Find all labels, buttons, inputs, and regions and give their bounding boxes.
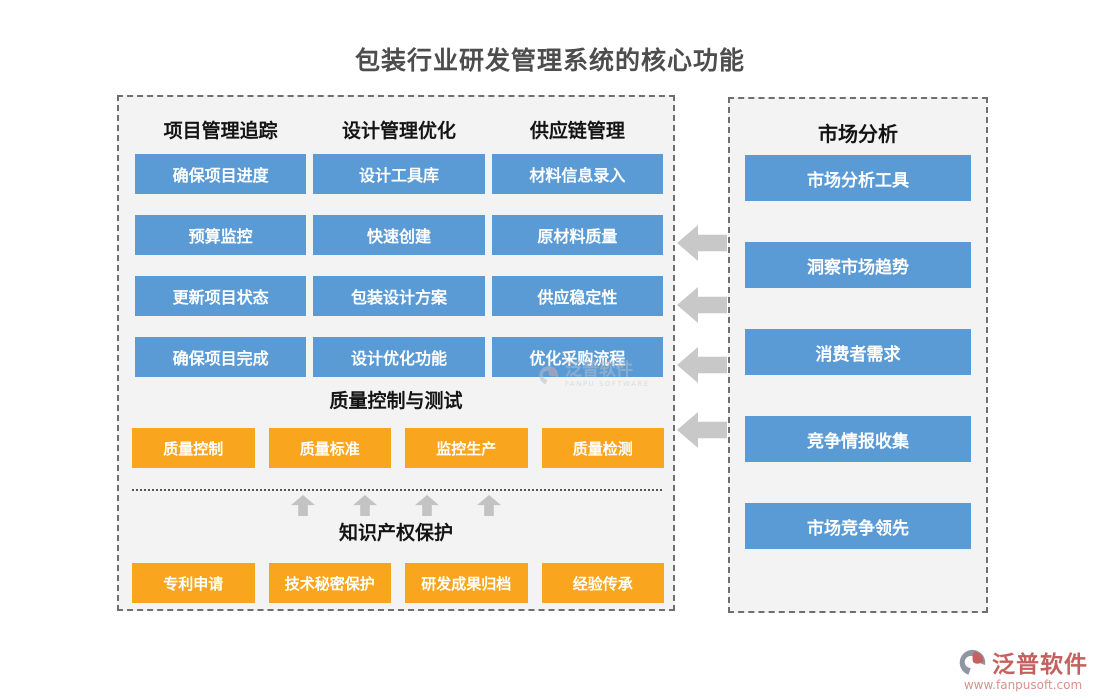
feature-box: 原材料质量 (491, 215, 663, 255)
up-arrows-group (119, 495, 673, 516)
up-arrow-icon (415, 495, 439, 516)
feature-box: 确保项目进度 (135, 154, 307, 194)
left-arrow-icon (677, 412, 727, 448)
fanpu-logo-icon (959, 649, 986, 675)
feature-box: 快速创建 (313, 215, 485, 255)
market-analysis-header: 市场分析 (818, 122, 898, 146)
ip-box: 技术秘密保护 (268, 563, 391, 603)
quality-box-row: 质量控制 质量标准 监控生产 质量检测 (132, 428, 664, 468)
diagram-title: 包装行业研发管理系统的核心功能 (354, 46, 745, 75)
market-box-column: 市场分析工具 洞察市场趋势 消费者需求 竞争情报收集 市场竞争领先 (745, 155, 971, 549)
center-watermark: 泛普软件 FANPU SOFTWARE (538, 360, 650, 388)
ip-box: 研发成果归档 (405, 563, 528, 603)
quality-box: 质量标准 (268, 428, 391, 468)
ip-section-header: 知识产权保护 (338, 522, 453, 544)
up-arrow-icon (353, 495, 377, 516)
feature-box: 优化采购流程 (491, 337, 663, 377)
market-box: 洞察市场趋势 (745, 242, 971, 288)
left-arrow-icon (677, 347, 727, 383)
brand-name: 泛普软件 (992, 652, 1088, 678)
column-headers: 项目管理追踪 设计管理优化 供应链管理 (135, 116, 663, 143)
dotted-divider (132, 489, 662, 491)
ip-box-row: 专利申请 技术秘密保护 研发成果归档 经验传承 (132, 563, 664, 603)
left-arrow-icon (677, 225, 727, 261)
feature-box-grid: 确保项目进度 设计工具库 材料信息录入 预算监控 快速创建 原材料质量 更新项目… (135, 154, 663, 377)
core-functions-panel: 项目管理追踪 设计管理优化 供应链管理 确保项目进度 设计工具库 材料信息录入 … (117, 95, 675, 611)
market-box: 消费者需求 (745, 329, 971, 375)
column-header-project-tracking: 项目管理追踪 (163, 120, 278, 142)
left-arrow-icon (677, 287, 727, 323)
market-box: 竞争情报收集 (745, 416, 971, 462)
feature-box: 设计优化功能 (313, 337, 485, 377)
fanpu-logo-icon (539, 366, 558, 385)
market-analysis-panel: 市场分析 市场分析工具 洞察市场趋势 消费者需求 竞争情报收集 市场竞争领先 (728, 97, 988, 613)
column-header-supply-chain: 供应链管理 (529, 120, 625, 142)
feature-box: 材料信息录入 (491, 154, 663, 194)
up-arrow-icon (477, 495, 501, 516)
feature-box: 预算监控 (135, 215, 307, 255)
watermark-subtitle: FANPU SOFTWARE (565, 379, 650, 388)
ip-box: 经验传承 (541, 563, 664, 603)
market-box: 市场分析工具 (745, 155, 971, 201)
market-box: 市场竞争领先 (745, 503, 971, 549)
up-arrow-icon (291, 495, 315, 516)
quality-box: 质量控制 (132, 428, 255, 468)
quality-section-header: 质量控制与测试 (329, 390, 463, 412)
feature-box: 设计工具库 (313, 154, 485, 194)
feature-box: 更新项目状态 (135, 276, 307, 316)
quality-box: 监控生产 (405, 428, 528, 468)
feature-box: 供应稳定性 (491, 276, 663, 316)
quality-box: 质量检测 (541, 428, 664, 468)
watermark-name: 泛普软件 (565, 360, 633, 380)
ip-box: 专利申请 (132, 563, 255, 603)
footer-brand: 泛普软件 www.fanpusoft.com (958, 645, 1088, 692)
brand-url: www.fanpusoft.com (963, 678, 1083, 692)
feature-box: 包装设计方案 (313, 276, 485, 316)
column-header-design-optimization: 设计管理优化 (341, 120, 456, 142)
feature-box: 确保项目完成 (135, 337, 307, 377)
